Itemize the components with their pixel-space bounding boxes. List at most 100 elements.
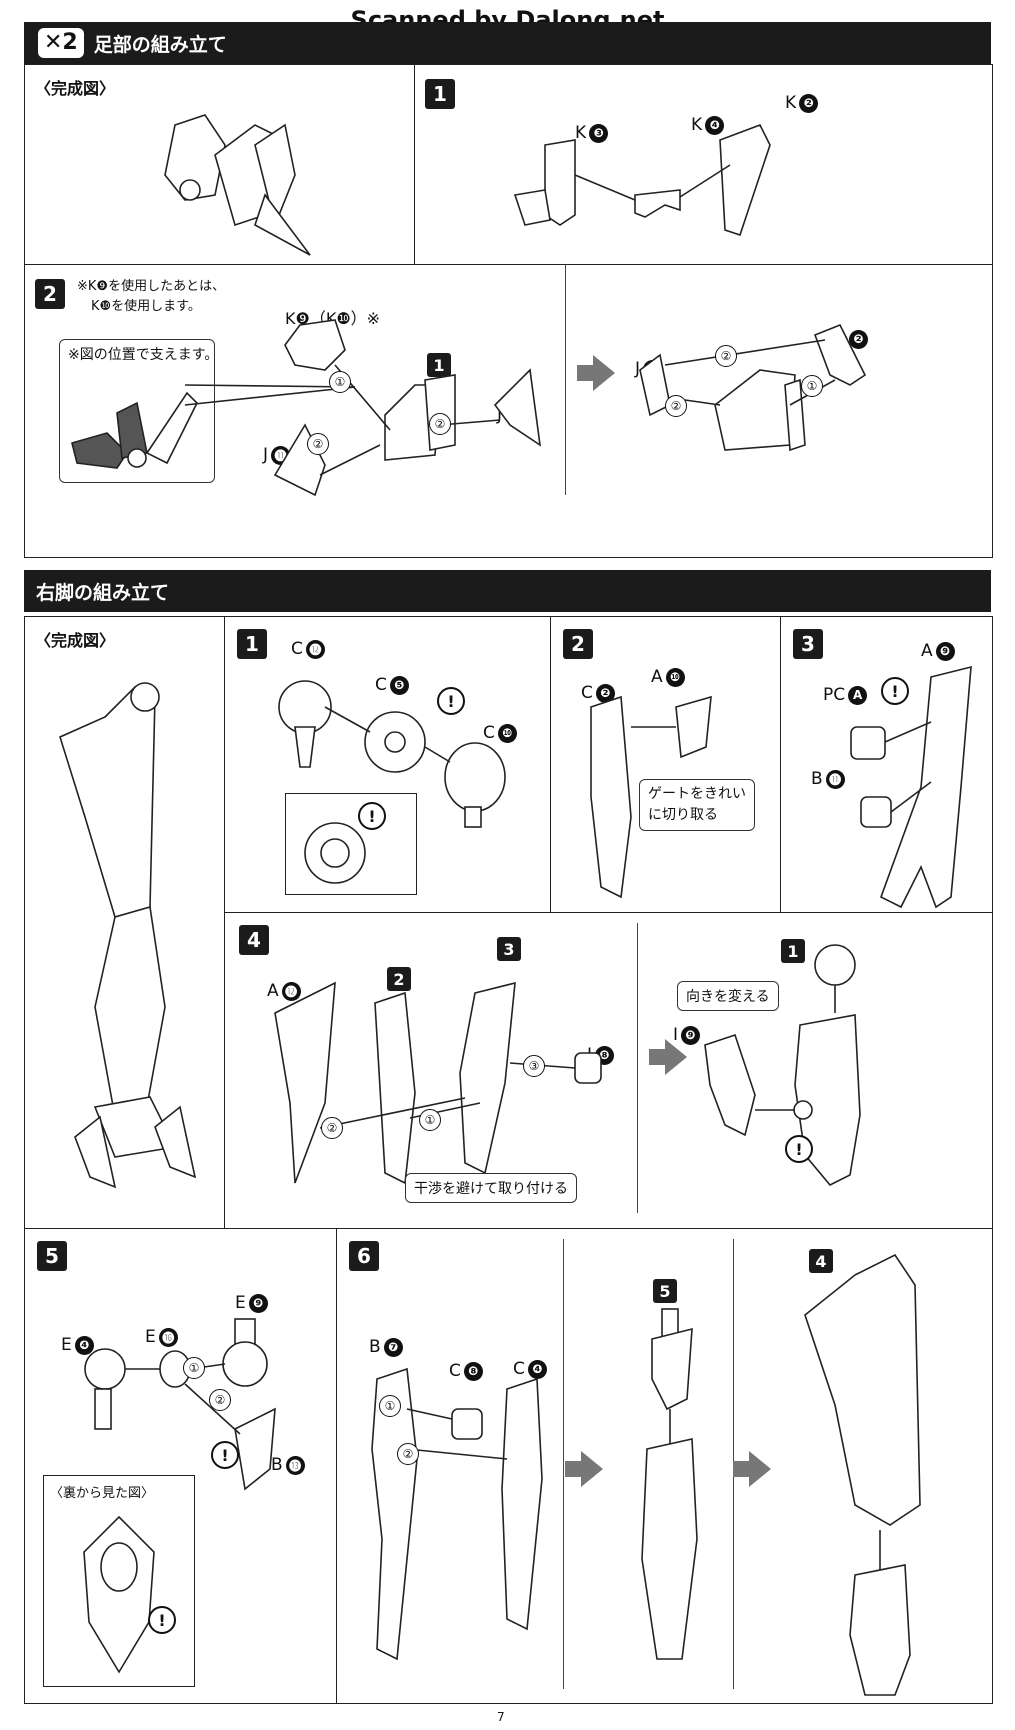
section-title-foot: 足部の組み立て bbox=[93, 33, 227, 56]
callout-text: 向きを変える bbox=[686, 989, 770, 1005]
order-marker: ① bbox=[379, 1395, 401, 1417]
ref-step-badge: 3 bbox=[497, 937, 521, 961]
part-number: ❷ bbox=[799, 93, 819, 113]
part-label-i9: I ❾ bbox=[673, 1025, 701, 1045]
part-label-a9: A ❾ bbox=[921, 641, 955, 661]
order-marker: ① bbox=[329, 371, 351, 393]
part-letter: E bbox=[235, 1293, 246, 1313]
part-label-c10: C ❿ bbox=[483, 723, 517, 743]
part-letter: C bbox=[483, 723, 495, 743]
next-arrow bbox=[733, 1451, 771, 1487]
part-number: ⓫ bbox=[825, 769, 845, 789]
part-label-c8: C ❽ bbox=[449, 1361, 483, 1381]
ref-step-badge: 4 bbox=[809, 1249, 833, 1273]
quantity-badge: ✕2 bbox=[38, 28, 84, 58]
part-label-e4: E ❹ bbox=[61, 1335, 94, 1355]
part-letter: J bbox=[497, 405, 503, 425]
step-number: 2 bbox=[35, 279, 65, 309]
part-letter: K bbox=[575, 123, 587, 143]
part-label-b7: B ❼ bbox=[369, 1337, 403, 1357]
order-marker: ② bbox=[209, 1389, 231, 1411]
callout-line1: ゲートをきれい bbox=[648, 786, 746, 802]
avoid-interference-callout: 干渉を避けて取り付ける bbox=[405, 1173, 577, 1203]
part-label-pca: PC A bbox=[823, 685, 868, 705]
gate-callout: ゲートをきれい に切り取る bbox=[639, 779, 755, 831]
order-marker: ③ bbox=[523, 1055, 545, 1077]
leg-step4-left-illustration bbox=[274, 981, 602, 1185]
part-number: ⓭ bbox=[285, 1455, 305, 1475]
part-number: ⓰ bbox=[158, 1327, 178, 1347]
part-number: ❺ bbox=[389, 675, 409, 695]
leg-step3-illustration bbox=[850, 665, 972, 909]
step-number: 2 bbox=[563, 629, 593, 659]
part-number: ❿ bbox=[497, 723, 517, 743]
part-number: ❿ bbox=[665, 667, 685, 687]
detail-inset: ! bbox=[285, 793, 417, 895]
part-number: ❽ bbox=[463, 1361, 483, 1381]
foot-complete-illustration bbox=[164, 114, 311, 256]
part-letter: C bbox=[375, 675, 387, 695]
ref-step-badge: 1 bbox=[781, 939, 805, 963]
part-number: ⓫ bbox=[271, 445, 291, 465]
callout-text: ※図の位置で支えます。 bbox=[68, 347, 219, 363]
callout-line2: に切り取る bbox=[648, 807, 718, 823]
part-number: ❾ bbox=[681, 1025, 701, 1045]
complete-view-label: 〈完成図〉 bbox=[35, 79, 116, 98]
step-number: 3 bbox=[793, 629, 823, 659]
part-letter: E bbox=[61, 1335, 72, 1355]
part-label-a10: A ❿ bbox=[651, 667, 685, 687]
foot-step1-illustration bbox=[513, 123, 771, 237]
order-marker: ② bbox=[665, 395, 687, 417]
panel-leg-step2: 2 C ❷ A ❿ ゲートをきれい に切り取る bbox=[550, 616, 782, 914]
leg-step1-illustration bbox=[278, 680, 506, 828]
foot-step2-right-illustration bbox=[639, 323, 867, 452]
part-label-e16: E ⓰ bbox=[145, 1327, 178, 1347]
order-marker: ① bbox=[801, 375, 823, 397]
section-title-leg: 右脚の組み立て bbox=[36, 581, 170, 604]
part-letter: A bbox=[651, 667, 663, 687]
part-label-k4: K ❹ bbox=[691, 115, 725, 135]
note-line2: K❿を使用します。 bbox=[91, 299, 201, 314]
caution-icon: ! bbox=[881, 677, 909, 705]
order-marker: ② bbox=[397, 1443, 419, 1465]
leg-step5-illustration bbox=[84, 1318, 276, 1491]
part-letter: K bbox=[691, 115, 703, 135]
divider bbox=[565, 265, 566, 495]
part-label-k3: K ❸ bbox=[575, 123, 609, 143]
part-letter: B bbox=[811, 769, 823, 789]
part-label-a12: A ⓬ bbox=[267, 981, 301, 1001]
page-number: 7 bbox=[497, 1710, 505, 1724]
step-number: 5 bbox=[37, 1241, 67, 1271]
foot-step2-left-illustration bbox=[184, 319, 542, 497]
part-label-j11: J ⓫ bbox=[263, 445, 291, 465]
next-arrow bbox=[649, 1039, 687, 1075]
part-letter: C bbox=[581, 683, 593, 703]
back-view-illustration bbox=[83, 1515, 155, 1674]
leg-step6-left-illustration bbox=[371, 1367, 543, 1661]
panel-foot-complete: 〈完成図〉 bbox=[24, 64, 416, 266]
leg-step4-right-illustration bbox=[704, 944, 861, 1186]
part-letter: C bbox=[513, 1359, 525, 1379]
turn-direction-callout: 向きを変える bbox=[677, 981, 779, 1011]
part-number: ❹ bbox=[705, 115, 725, 135]
part-letter: E bbox=[145, 1327, 156, 1347]
part-number: A bbox=[848, 685, 868, 705]
panel-leg-step4: 4 A ⓬ 2 3 J ❽ ② ① ③ 干渉を避けて取り付ける 向きを変える 1… bbox=[224, 912, 993, 1230]
order-marker: ② bbox=[321, 1117, 343, 1139]
panel-foot-step1: 1 K ❸ K ❹ K ❷ bbox=[414, 64, 993, 266]
part-letter: J bbox=[263, 445, 269, 465]
panel-leg-step5: 5 E ❾ E ⓰ E ❹ B ⓭ ① ② ! 〈裏から見た図〉 ! bbox=[24, 1228, 338, 1704]
step-number: 6 bbox=[349, 1241, 379, 1271]
part-number: ❾ bbox=[935, 641, 955, 661]
order-marker: ① bbox=[183, 1357, 205, 1379]
leg-step2-illustration bbox=[590, 695, 712, 899]
panel-foot-step2: 2 ※K❾を使用したあとは、 K❿を使用します。 ※図の位置で支えます。 K❾（… bbox=[24, 264, 993, 558]
inset-illustration bbox=[304, 822, 366, 884]
caution-icon: ! bbox=[148, 1606, 176, 1634]
step-number: 1 bbox=[237, 629, 267, 659]
next-arrow bbox=[565, 1451, 603, 1487]
leg-step6-right-illustration bbox=[804, 1253, 921, 1696]
part-number: ❷ bbox=[595, 683, 615, 703]
next-arrow bbox=[577, 355, 615, 391]
caution-icon: ! bbox=[211, 1441, 239, 1469]
